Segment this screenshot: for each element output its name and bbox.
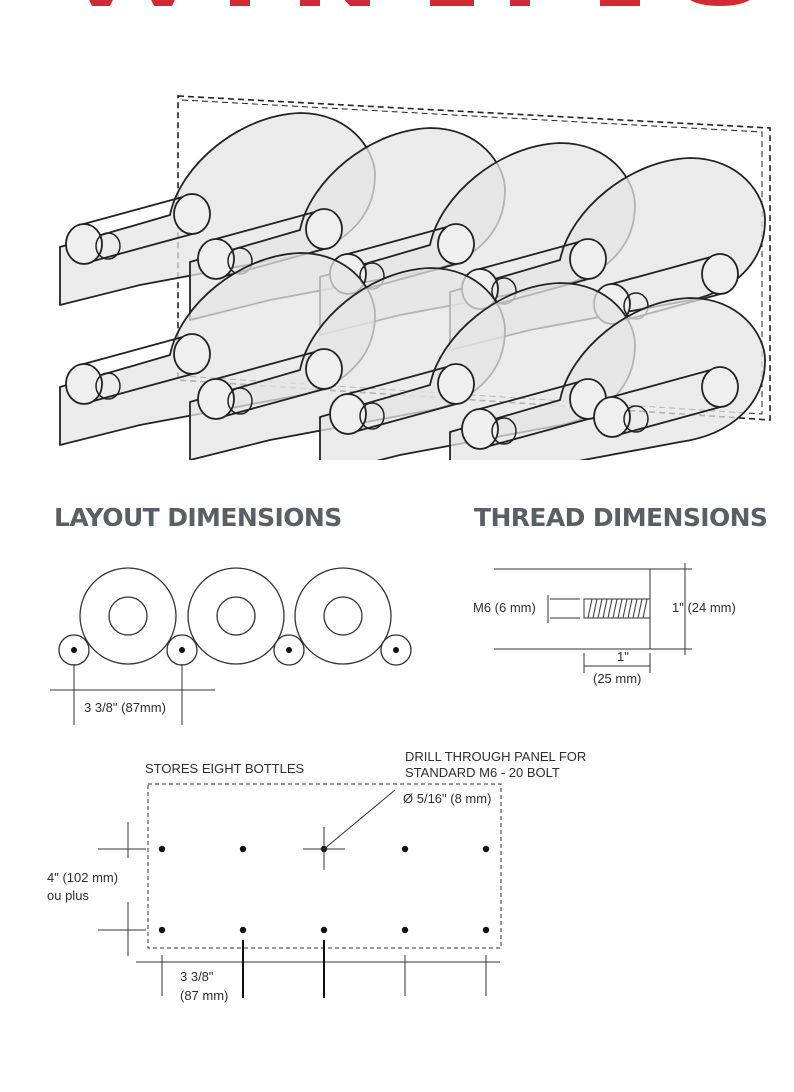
thread-diagram-drawing <box>494 563 692 673</box>
layout-diagram <box>0 560 420 730</box>
layout-spacing-label: 3 3/8" (87mm) <box>84 700 166 715</box>
drill-note-line2: STANDARD M6 - 20 BOLT <box>405 765 560 780</box>
thread-length-label-inch: 1" <box>617 649 629 664</box>
layout-diagram-drawing <box>50 567 412 725</box>
brand-title-shapes <box>89 0 750 6</box>
drill-note-line1: DRILL THROUGH PANEL FOR <box>405 749 587 764</box>
capacity-label: STORES EIGHT BOTTLES <box>145 761 305 776</box>
vertical-spacing-note: ou plus <box>47 888 89 903</box>
horizontal-spacing-mm: (87 mm) <box>180 988 229 1003</box>
thread-diameter-label: M6 (6 mm) <box>473 600 536 615</box>
thread-length-label-mm: (25 mm) <box>593 671 642 686</box>
panel-diagram <box>0 770 560 1010</box>
horizontal-spacing-label: 3 3/8" <box>180 969 214 984</box>
thread-height-label: 1" (24 mm) <box>672 600 736 615</box>
brand-title-fragment <box>40 0 780 8</box>
thread-dimensions-heading: THREAD DIMENSIONS <box>474 503 768 532</box>
layout-dimensions-heading: LAYOUT DIMENSIONS <box>54 503 342 532</box>
wine-rack-illustration <box>0 80 794 460</box>
bottle-drawing <box>59 95 771 460</box>
hole-size-label: Ø 5/16" (8 mm) <box>403 791 492 806</box>
panel-diagram-drawing <box>98 783 502 998</box>
thread-diagram <box>480 555 750 695</box>
vertical-spacing-label: 4" (102 mm) <box>47 870 119 885</box>
